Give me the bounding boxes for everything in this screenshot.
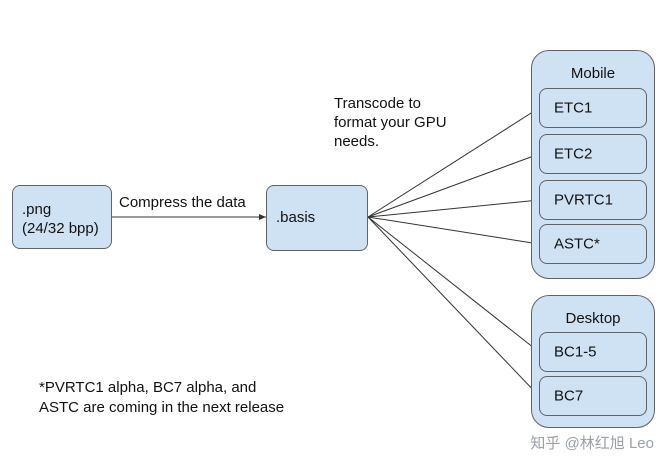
arrow-basis-to-pvrtc1 (367, 197, 540, 218)
arrow-basis-to-bc1-5 (367, 216, 540, 353)
png-bpp-label: (24/32 bpp) (22, 220, 99, 237)
format-etc2-label: ETC2 (554, 145, 593, 163)
format-bc1-5-label: BC1-5 (554, 343, 597, 361)
arrow-basis-to-bc7 (367, 216, 540, 397)
basis-label: .basis (276, 209, 316, 226)
watermark-text: 知乎 @林红旭 Leo (530, 435, 654, 452)
format-etc1: ETC1 (539, 88, 647, 128)
desktop-group-title: Desktop (565, 310, 621, 327)
format-pvrtc1-label: PVRTC1 (554, 191, 613, 209)
transcode-note-line-3: needs. (334, 133, 380, 150)
format-etc2: ETC2 (539, 134, 647, 174)
compress-label: Compress the data (119, 194, 246, 211)
arrow-basis-to-etc2 (367, 153, 540, 218)
basis-box: .basis (266, 185, 368, 251)
arrow-basis-to-etc1 (367, 107, 540, 218)
footnote-line-2: ASTC are coming in the next release (39, 399, 285, 416)
arrow-basis-to-astc (367, 216, 540, 246)
transcode-note-line-2: format your GPU (334, 114, 447, 131)
format-bc7: BC7 (539, 376, 647, 416)
format-bc7-label: BC7 (554, 387, 584, 405)
format-astc-label: ASTC* (554, 235, 600, 253)
footnote-line-1: *PVRTC1 alpha, BC7 alpha, and (39, 379, 257, 396)
format-etc1-label: ETC1 (554, 99, 593, 117)
png-label: .png (22, 201, 52, 218)
format-astc: ASTC* (539, 224, 647, 264)
transcode-note-line-1: Transcode to (334, 95, 421, 112)
format-pvrtc1: PVRTC1 (539, 180, 647, 220)
png-source-box: .png (24/32 bpp) (12, 185, 112, 249)
format-bc1-5: BC1-5 (539, 332, 647, 372)
mobile-group-title: Mobile (570, 65, 616, 82)
